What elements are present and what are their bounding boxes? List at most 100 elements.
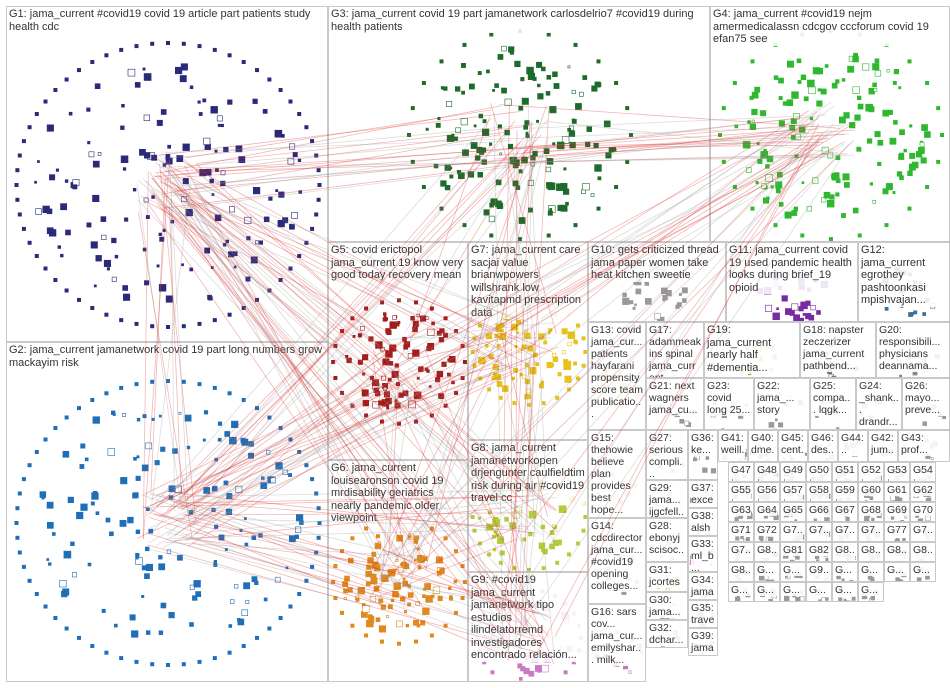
group-label-g1: G1: jama_current #covid19 covid 19 artic…: [9, 8, 325, 33]
node: [807, 79, 815, 88]
ring-node: [267, 626, 272, 631]
node: [904, 515, 908, 519]
ring-node: [317, 183, 322, 187]
node: [622, 292, 627, 298]
node: [250, 256, 258, 264]
node: [892, 191, 896, 194]
node: [179, 75, 187, 83]
ring-node: [278, 278, 283, 282]
ring-node: [614, 185, 619, 189]
node: [841, 213, 846, 218]
group-box-g64: G64: [754, 502, 780, 522]
node: [369, 573, 374, 578]
group-label-g73: G7...: [783, 524, 803, 541]
node: [487, 510, 492, 515]
ring-node: [304, 578, 309, 583]
ring-node: [596, 206, 601, 211]
group-label-g49: G49: qu...: [783, 464, 803, 481]
node: [791, 303, 799, 311]
ring-node: [340, 329, 344, 334]
node: [844, 182, 850, 188]
node: [784, 211, 792, 219]
ring-node: [472, 336, 477, 341]
group-label-g61: G61: [887, 484, 907, 496]
node: [856, 146, 862, 152]
node: [552, 356, 559, 362]
node: [768, 536, 774, 541]
node: [538, 333, 545, 340]
node: [565, 201, 569, 206]
ring-node: [27, 463, 32, 468]
node: [268, 196, 273, 201]
group-label-g72: G72: [757, 524, 777, 536]
node: [375, 341, 383, 349]
node: [59, 580, 67, 588]
node: [131, 630, 139, 638]
node: [665, 587, 670, 591]
ring-node: [333, 376, 338, 380]
group-label-g84: G8...: [861, 544, 881, 561]
node: [48, 229, 57, 237]
node: [145, 215, 150, 219]
group-label-g25: G25: compa... lqgk...: [813, 380, 853, 416]
node: [373, 387, 380, 394]
group-label-g27: G27: serious compli...: [649, 432, 685, 479]
node: [824, 517, 830, 521]
node: [552, 142, 556, 146]
group-label-g86: G8...: [913, 544, 933, 561]
ring-node: [288, 99, 293, 104]
ring-node: [555, 560, 560, 565]
node: [922, 421, 927, 426]
node: [796, 58, 802, 64]
group-label-g65: G65: [783, 504, 803, 516]
group-nodes-g7: [470, 297, 587, 407]
node: [143, 73, 152, 81]
node: [287, 157, 295, 165]
group-box-g24: G24: _shank... drandr...: [856, 378, 902, 430]
node: [557, 372, 562, 377]
ring-node: [314, 491, 319, 496]
node: [427, 328, 435, 336]
ring-node: [462, 360, 467, 364]
node: [385, 615, 389, 619]
ring-node: [527, 567, 531, 571]
node: [156, 119, 163, 126]
group-box-g56: G56: cas...: [754, 482, 780, 502]
ring-node: [397, 298, 401, 303]
node: [394, 363, 399, 368]
group-box-g44: G44: ..: [838, 430, 868, 462]
node: [530, 162, 536, 167]
ring-node: [64, 626, 69, 631]
node: [504, 98, 512, 106]
node: [158, 284, 167, 292]
node: [900, 519, 905, 521]
node: [835, 178, 841, 184]
group-label-g9: G9: #covid19 jama_current jamanetwork ti…: [471, 574, 585, 662]
node: [182, 178, 189, 185]
node: [136, 455, 140, 459]
node: [527, 179, 534, 186]
ring-node: [429, 306, 434, 311]
ring-node: [34, 254, 39, 258]
ring-node: [331, 580, 336, 584]
ring-node: [34, 112, 39, 116]
node: [120, 477, 128, 485]
ring-node: [288, 266, 293, 271]
group-label-g55: G55: dia...: [731, 484, 751, 501]
node: [416, 547, 420, 551]
ring-node: [429, 526, 434, 531]
node: [355, 597, 360, 602]
node: [371, 551, 377, 557]
node: [797, 80, 802, 84]
node: [62, 588, 70, 596]
node: [575, 103, 582, 110]
group-box-g28: G28: ebonyj scisoc...: [646, 518, 688, 562]
node: [909, 152, 916, 159]
group-box-g25: G25: compa... lqgk...: [810, 378, 856, 430]
node: [899, 152, 904, 158]
node: [103, 259, 111, 267]
group-label-g30: G30: jama...: [649, 594, 685, 618]
node: [234, 584, 239, 589]
node: [536, 61, 543, 68]
node: [765, 174, 774, 182]
